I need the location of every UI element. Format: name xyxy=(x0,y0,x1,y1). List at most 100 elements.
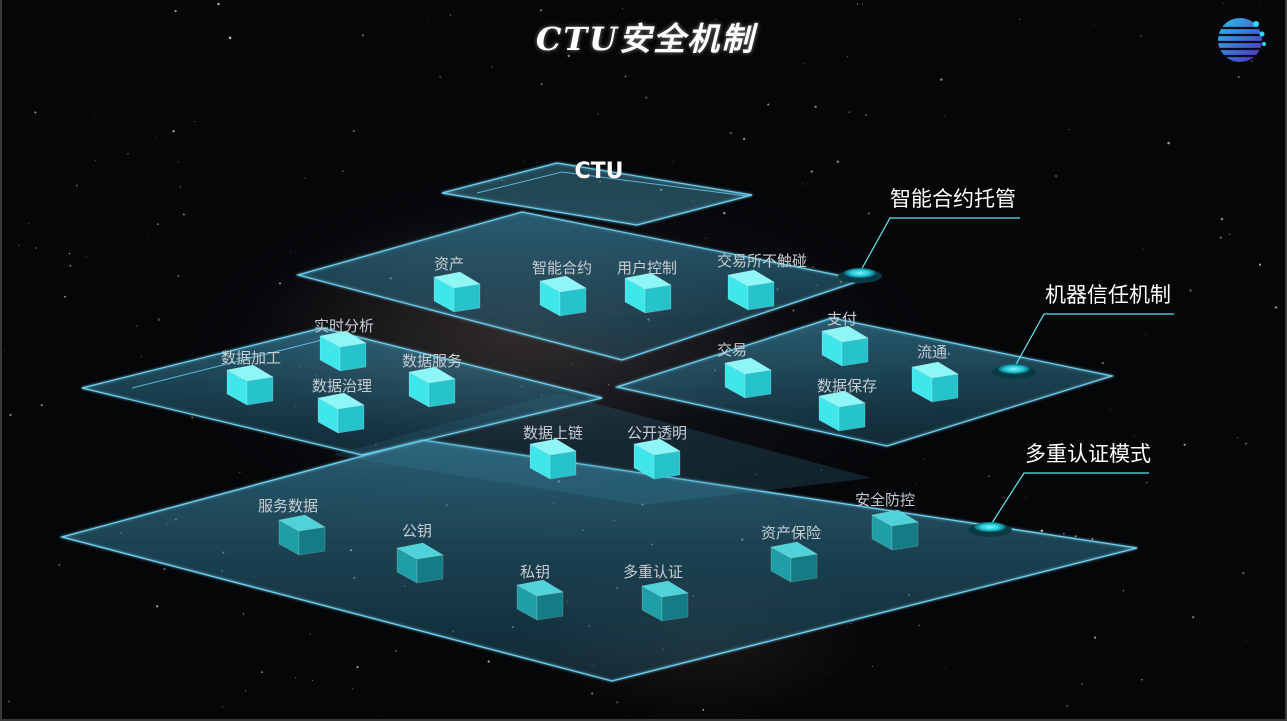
star xyxy=(1004,497,1006,498)
star xyxy=(108,104,110,106)
star xyxy=(644,96,648,99)
star xyxy=(148,236,149,237)
star xyxy=(20,177,22,178)
star xyxy=(7,700,10,703)
star xyxy=(923,458,925,460)
star xyxy=(850,623,852,625)
star xyxy=(394,650,397,652)
cube-face xyxy=(770,541,818,559)
cube-face xyxy=(744,369,772,399)
cube-face xyxy=(396,542,444,560)
star xyxy=(1262,332,1264,333)
star xyxy=(311,679,314,681)
node-label: 公钥 xyxy=(401,522,433,540)
cube-marker xyxy=(396,542,444,584)
cube-face xyxy=(633,438,681,456)
page-title: CTU安全机制 xyxy=(535,20,756,58)
star xyxy=(309,633,311,635)
star xyxy=(1116,297,1118,299)
cube-marker xyxy=(633,438,681,480)
node-label: 数据保存 xyxy=(816,377,878,395)
star xyxy=(381,715,383,717)
star xyxy=(1024,496,1026,498)
star xyxy=(836,160,840,164)
node-label: 实时分析 xyxy=(313,317,375,335)
star xyxy=(279,282,281,285)
star xyxy=(1109,408,1111,410)
star xyxy=(182,213,185,216)
star xyxy=(681,675,682,677)
star xyxy=(843,7,844,8)
callout-label: 机器信任机制 xyxy=(1045,283,1171,307)
cube-marker xyxy=(317,392,365,434)
star xyxy=(1258,263,1262,266)
cube-face xyxy=(653,450,681,480)
cube-marker xyxy=(821,325,869,367)
star xyxy=(865,114,867,116)
star xyxy=(555,49,556,51)
cube-face xyxy=(536,591,564,621)
star xyxy=(847,626,849,628)
cube-face xyxy=(226,364,274,382)
star xyxy=(439,75,442,78)
cube-face xyxy=(516,579,564,597)
cube-face xyxy=(841,337,869,367)
star xyxy=(572,363,573,365)
star xyxy=(1048,440,1050,443)
star xyxy=(1257,704,1259,706)
star xyxy=(814,105,817,108)
cube-face xyxy=(539,275,587,293)
cube-face xyxy=(871,509,919,527)
star xyxy=(155,137,157,139)
star xyxy=(1074,535,1077,538)
cube-face xyxy=(549,450,577,480)
star xyxy=(596,113,599,115)
star xyxy=(1033,296,1035,297)
star xyxy=(1251,205,1252,207)
star xyxy=(1093,636,1097,639)
cube-marker xyxy=(433,271,481,313)
star xyxy=(1091,538,1094,540)
star xyxy=(622,8,624,10)
star xyxy=(345,685,347,687)
star xyxy=(1238,76,1240,78)
cube-marker xyxy=(818,390,866,432)
cube-marker xyxy=(911,361,959,403)
middle-right-plate xyxy=(614,317,1115,447)
star xyxy=(729,131,732,135)
star xyxy=(304,177,306,179)
star xyxy=(812,266,814,268)
node-label: 多重认证 xyxy=(622,563,684,581)
cube-face xyxy=(891,521,919,551)
star xyxy=(1274,306,1278,309)
circular-globe-logo-icon xyxy=(1218,18,1266,62)
star xyxy=(846,56,849,58)
star xyxy=(1054,174,1058,178)
star xyxy=(1093,24,1095,25)
star xyxy=(792,309,795,312)
cube-face xyxy=(298,526,326,556)
star xyxy=(352,688,354,690)
ctu-cap-inner-edge xyxy=(476,171,748,197)
star xyxy=(3,349,5,352)
star xyxy=(567,54,571,58)
star xyxy=(522,160,525,163)
star xyxy=(1150,408,1152,409)
star xyxy=(1234,369,1236,371)
star xyxy=(101,79,103,81)
star xyxy=(862,3,863,5)
star xyxy=(76,184,78,187)
star xyxy=(69,265,72,267)
star xyxy=(1141,679,1143,681)
star xyxy=(163,567,166,571)
star xyxy=(1133,436,1135,437)
star xyxy=(174,10,177,13)
middle-left-plate xyxy=(81,327,603,456)
cube-marker xyxy=(529,438,577,480)
star xyxy=(1228,233,1231,236)
star xyxy=(672,161,674,163)
star xyxy=(172,130,175,133)
star xyxy=(1166,574,1168,575)
star xyxy=(295,676,297,679)
